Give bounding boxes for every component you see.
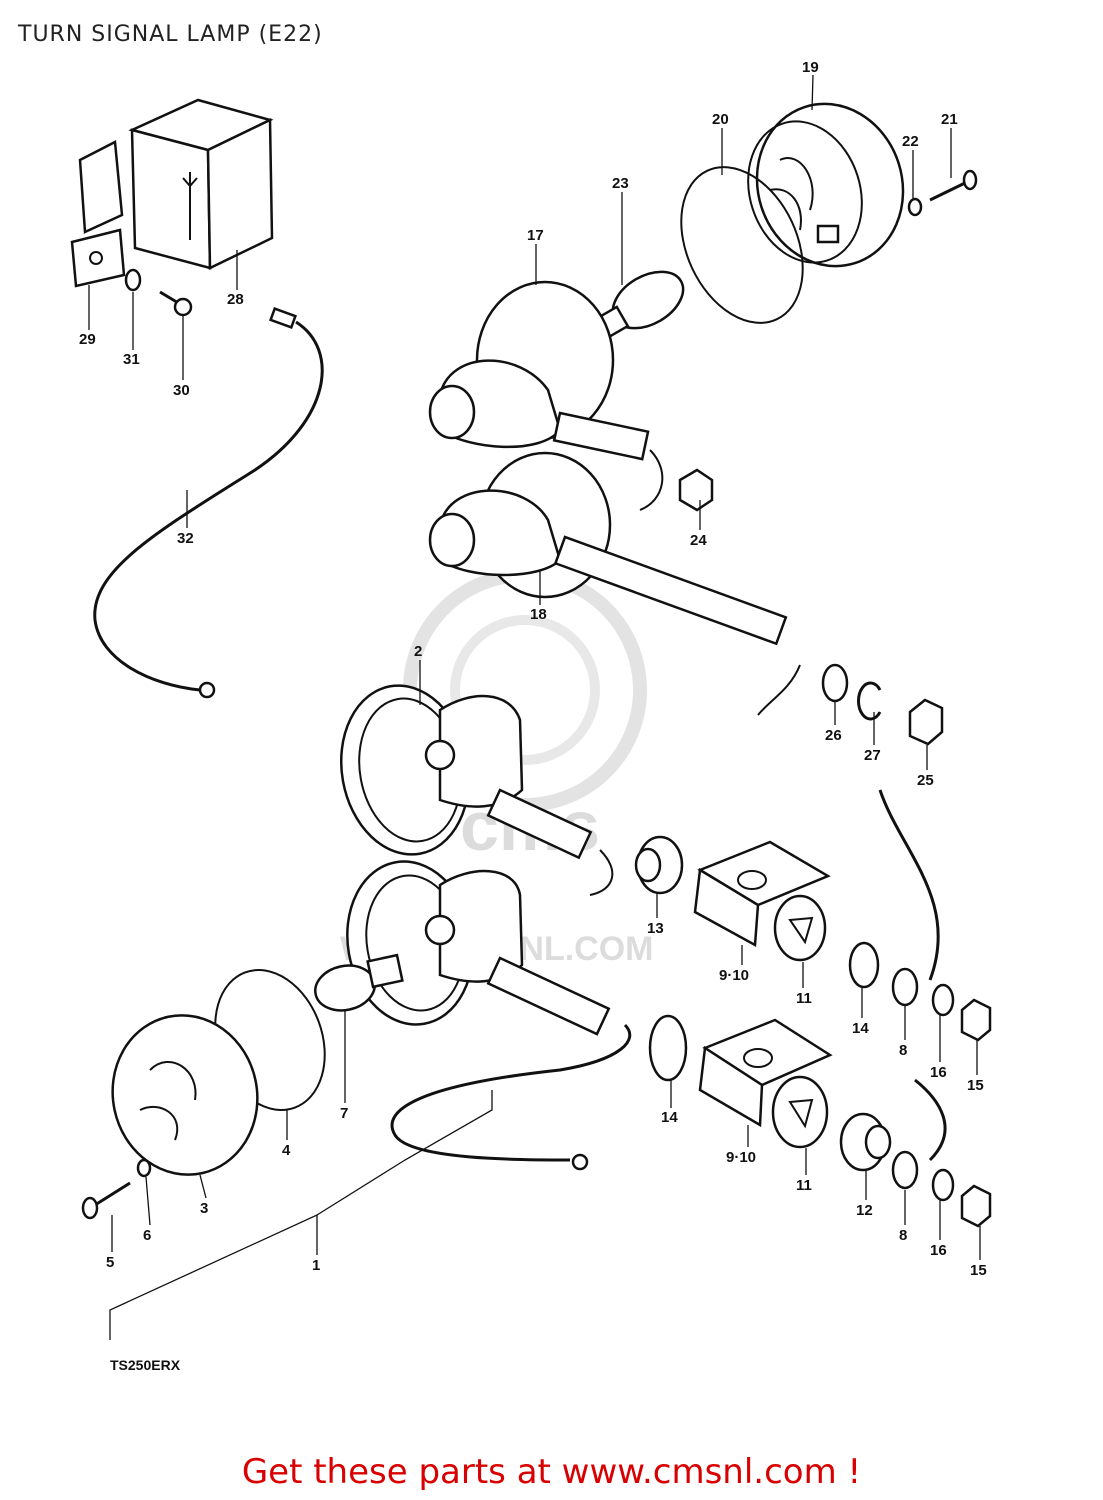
washer-8-lower-part (891, 1150, 919, 1190)
part-label: 16 (930, 1242, 947, 1259)
model-label: TS250ERX (110, 1357, 181, 1373)
part-labels: 19 20 21 22 23 17 28 29 31 30 32 24 18 2… (79, 59, 987, 1279)
part-label: 4 (282, 1142, 291, 1159)
nut-part (678, 468, 714, 512)
part-label: 29 (79, 331, 96, 348)
part-label: 32 (177, 530, 194, 547)
part-label: 5 (106, 1254, 114, 1271)
part-label: 7 (340, 1105, 348, 1122)
part-label: 16 (930, 1064, 947, 1081)
lower-wire-part (914, 1078, 947, 1162)
screw-part (159, 290, 193, 317)
part-label: 28 (227, 291, 244, 308)
grommet-13-part (634, 835, 684, 895)
nut-15-upper-part (960, 998, 992, 1042)
front-housing-lower-part (346, 860, 632, 1171)
part-label: 12 (856, 1202, 873, 1219)
part-label: 11 (796, 990, 812, 1007)
part-label: 15 (967, 1077, 984, 1094)
part-label: 26 (825, 727, 842, 744)
nut-15-lower-part (960, 1184, 992, 1228)
part-label: 9·10 (726, 1149, 756, 1166)
footer-promo: Get these parts at www.cmsnl.com ! (0, 1452, 1103, 1492)
lens-screw-part (929, 169, 978, 202)
rear-gasket-part (680, 166, 804, 324)
washer-14-lower-part (648, 1014, 688, 1082)
bracket-lower-part (698, 1018, 833, 1149)
washer-26-part (821, 663, 849, 703)
part-label: 17 (527, 227, 544, 244)
front-housing-upper-part (339, 684, 614, 896)
upper-wire-part (878, 789, 940, 981)
front-lens-screw-part (81, 1181, 131, 1220)
part-label: 19 (802, 59, 819, 76)
washer-part (124, 268, 142, 292)
part-label: 22 (902, 133, 919, 150)
part-label: 2 (414, 643, 422, 660)
relay-bracket-part (70, 140, 126, 288)
rear-housing-lower-part (428, 451, 801, 716)
part-label: 25 (917, 772, 934, 789)
part-label: 9·10 (719, 967, 749, 984)
washer-16-upper-part (931, 983, 955, 1017)
part-label: 8 (899, 1042, 907, 1059)
part-label: 14 (661, 1109, 678, 1126)
leader-lines (88, 74, 981, 1340)
part-label: 23 (612, 175, 629, 192)
ground-wire-part (93, 306, 324, 699)
page-title: TURN SIGNAL LAMP (E22) (18, 22, 323, 47)
bracket-upper-part (693, 840, 831, 962)
relay-box-part (128, 98, 274, 270)
part-label: 14 (852, 1020, 869, 1037)
front-lens-part (111, 1014, 259, 1176)
grommet-12-part (839, 1112, 892, 1172)
part-label: 18 (530, 606, 547, 623)
part-label: 13 (647, 920, 664, 937)
rear-housing-upper-part (428, 280, 664, 511)
washer-16-lower-part (931, 1168, 955, 1202)
part-label: 11 (796, 1177, 812, 1194)
part-label: 8 (899, 1227, 907, 1244)
front-lens-washer-part (136, 1158, 152, 1178)
part-label: 31 (123, 351, 140, 368)
nut-25-part (908, 698, 944, 746)
part-label: 6 (143, 1227, 151, 1244)
part-label: 27 (864, 747, 881, 764)
lock-washer-27-part (857, 681, 882, 721)
part-label: 15 (970, 1262, 987, 1279)
part-label: 24 (690, 532, 707, 549)
parts-diagram: cms WWW.CMSNL.COM (70, 59, 992, 1373)
part-label: 30 (173, 382, 190, 399)
rear-lens-part (747, 102, 905, 268)
part-label: 20 (712, 111, 729, 128)
part-label: 1 (312, 1257, 320, 1274)
part-label: 3 (200, 1200, 208, 1217)
lens-washer-part (907, 197, 923, 217)
washer-14-upper-part (848, 941, 880, 989)
front-bulb-part (314, 953, 404, 1012)
part-label: 21 (941, 111, 958, 128)
footer-link[interactable]: Get these parts at www.cmsnl.com ! (241, 1452, 862, 1492)
rear-bulb-part (592, 270, 685, 341)
washer-8-upper-part (891, 967, 919, 1007)
